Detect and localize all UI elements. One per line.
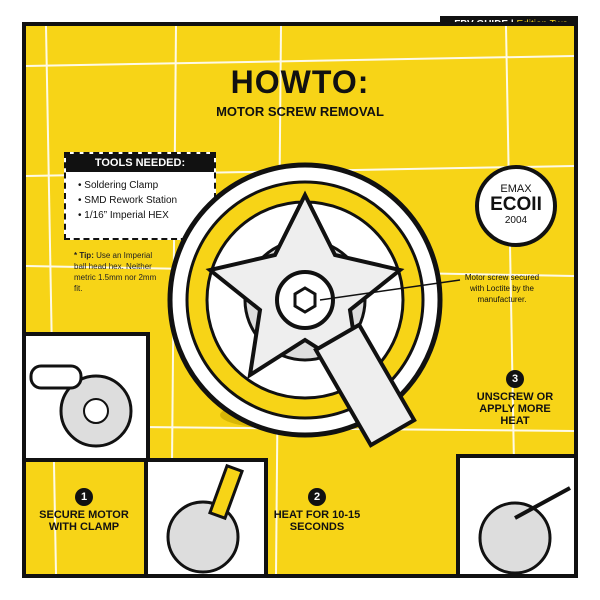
motor-illustration: [167, 162, 461, 448]
badge-size: 2004: [504, 215, 528, 226]
step-text: HEAT FOR 10-15 SECONDS: [273, 509, 361, 533]
tip-text: * Tip: Use an Imperial ball head hex. Ne…: [74, 251, 157, 293]
badge-model: ECOII: [490, 194, 542, 215]
step-number-badge: 3: [506, 370, 524, 388]
step-number-badge: 2: [308, 488, 326, 506]
clamp-motor-illustration: [29, 364, 133, 448]
tools-heading: TOOLS NEEDED:: [66, 154, 214, 172]
step-text: UNSCREW OR APPLY MORE HEAT: [476, 391, 554, 427]
heat-motor-illustration: [166, 463, 244, 574]
page-subtitle: MOTOR SCREW REMOVAL: [216, 104, 384, 119]
motor-model-badge: EMAX ECOII 2004: [475, 165, 557, 247]
loctite-note: Motor screw secured with Loctite by the …: [464, 273, 540, 304]
step-text: SECURE MOTOR WITH CLAMP: [39, 509, 129, 533]
tool-item: • SMD Rework Station: [78, 195, 178, 206]
step2-photo: [144, 458, 268, 574]
step-number-badge: 1: [75, 488, 93, 506]
unscrew-motor-illustration: [478, 486, 571, 574]
page-title: HOWTO:: [230, 64, 370, 100]
step1-photo: [26, 332, 150, 462]
tool-item: • 1/16” Imperial HEX: [78, 210, 169, 221]
badge-brand: EMAX: [500, 183, 532, 195]
step3-photo: [456, 454, 574, 574]
tool-item: • Soldering Clamp: [78, 180, 159, 191]
